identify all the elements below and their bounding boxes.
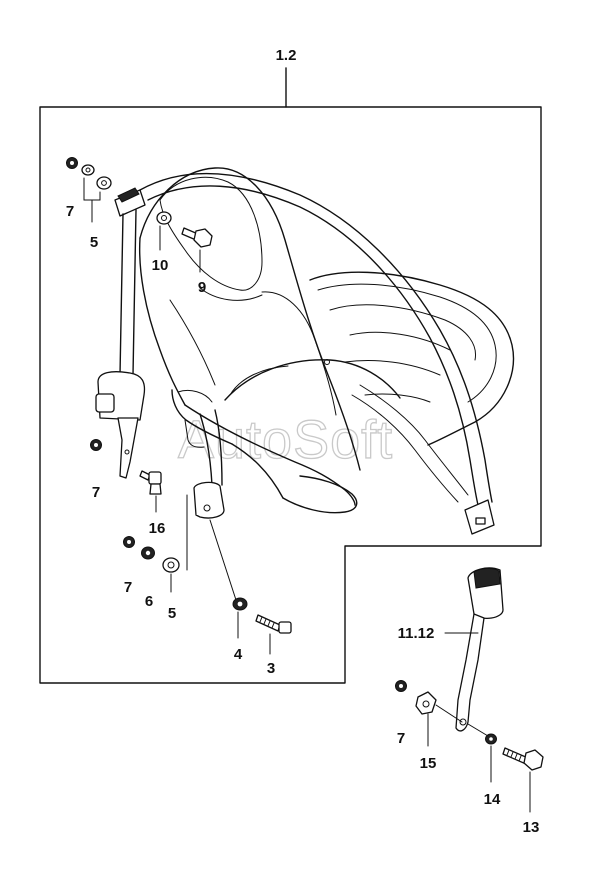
callout-6: 6	[145, 593, 153, 610]
seat	[138, 167, 515, 514]
belt-retractor	[95, 187, 146, 479]
callout-7-mid: 7	[92, 484, 100, 501]
part-4-washer	[232, 597, 248, 611]
part-9-bolt	[181, 227, 213, 248]
callout-7-low: 7	[124, 579, 132, 596]
callout-7-top: 7	[66, 203, 74, 220]
leader-anchor-bolt-axis	[209, 519, 237, 601]
callout-1-2: 1.2	[276, 47, 297, 64]
part-3-bolt	[255, 614, 292, 634]
assembly-frame	[39, 106, 542, 684]
callout-15: 15	[420, 755, 437, 772]
callout-5-top: 5	[90, 234, 98, 251]
part-15-spacer	[415, 691, 437, 715]
part-7-top-nut	[66, 157, 78, 169]
buckle-assembly	[455, 567, 504, 732]
callout-5-low: 5	[168, 605, 176, 622]
part-10-washer	[156, 211, 172, 225]
part-13-bolt	[502, 747, 544, 771]
part-5-top-washers	[81, 164, 112, 190]
callout-9: 9	[198, 279, 206, 296]
callout-16: 16	[149, 520, 166, 537]
part-5-low-spacer	[162, 557, 180, 573]
belt-anchor-plate	[193, 481, 225, 519]
callout-13: 13	[523, 819, 540, 836]
seat-belt-webbing	[139, 172, 493, 506]
part-14-washer	[485, 733, 497, 745]
part-7-right-nut	[395, 680, 407, 692]
belt-tongue	[464, 499, 495, 535]
callout-3: 3	[267, 660, 275, 677]
callout-10: 10	[152, 257, 169, 274]
part-7-mid-nut	[90, 439, 102, 451]
part-6-washer	[141, 546, 155, 560]
callout-14: 14	[484, 791, 501, 808]
part-7-low-nut	[123, 536, 135, 548]
callout-4: 4	[234, 646, 243, 663]
part-16-bolt	[139, 470, 162, 495]
callout-7-right: 7	[397, 730, 405, 747]
callout-11-12: 11.12	[398, 625, 435, 642]
